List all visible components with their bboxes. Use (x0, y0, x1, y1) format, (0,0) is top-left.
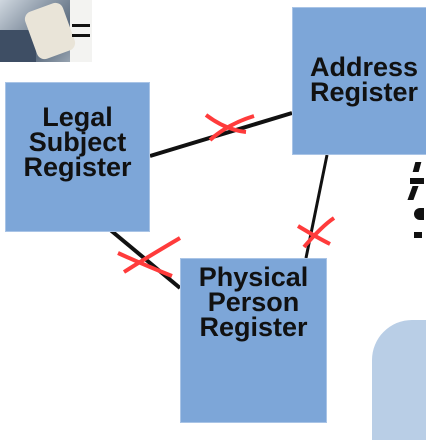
legal-subject-register-label: Legal Subject Register (23, 102, 132, 182)
glyph-fragment (410, 178, 424, 184)
glyph-fragment (412, 162, 422, 172)
paper-line (72, 34, 90, 37)
glyph-fragment (414, 208, 424, 220)
broken-link-cross (296, 216, 336, 249)
glyph-fragment (407, 186, 419, 200)
paper-line (72, 24, 90, 27)
hand-writing-photo (0, 0, 92, 62)
physical-person-register: Physical Person Register (180, 258, 327, 423)
background-shape (372, 320, 426, 440)
physical-person-register-label: Physical Person Register (198, 262, 309, 342)
glyph-fragment (414, 232, 422, 238)
paper-sheet (70, 0, 92, 62)
cropped-glyphs (400, 160, 426, 250)
legal-subject-register: Legal Subject Register (5, 82, 150, 232)
broken-link-cross (204, 113, 255, 142)
address-register: Address Register (292, 7, 426, 155)
address-register-label: Address Register (310, 52, 419, 107)
broken-link-cross (117, 236, 182, 278)
link-legal-address (149, 111, 293, 158)
